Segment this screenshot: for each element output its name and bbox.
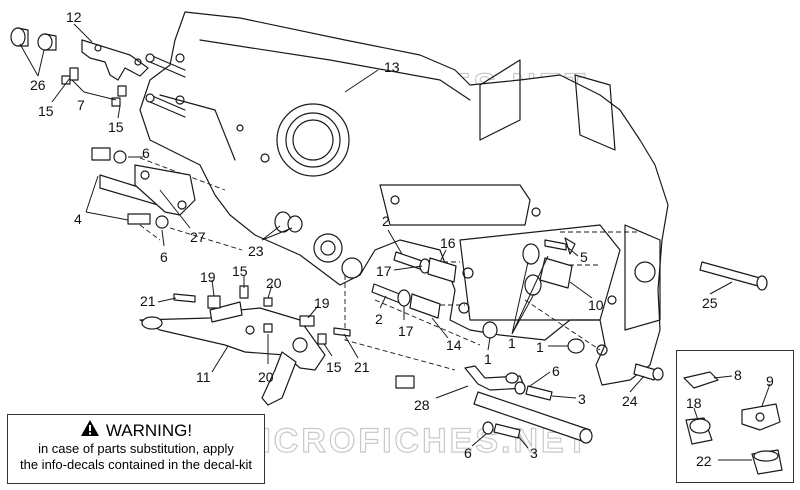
- callout-6d: 6: [464, 445, 472, 461]
- callout-5: 5: [580, 249, 588, 265]
- warning-line-1: in case of parts substitution, apply: [38, 441, 234, 456]
- callout-11: 11: [196, 369, 211, 385]
- bracket-12: [81, 39, 149, 81]
- callout-17a: 17: [376, 263, 392, 279]
- callout-6c: 6: [552, 363, 560, 379]
- callout-21a: 21: [140, 293, 156, 309]
- callout-28: 28: [414, 397, 430, 413]
- callout-26: 26: [30, 77, 46, 93]
- callout-numbers: 12 26 15 7 15 13 6 4 27 6 23 2 16 17 2 1…: [30, 9, 774, 469]
- decal-kit-inset: [676, 350, 794, 483]
- callout-6a: 6: [142, 145, 150, 161]
- callout-10: 10: [588, 297, 604, 313]
- bolt-24: [633, 363, 664, 381]
- callout-1a: 1: [508, 335, 516, 351]
- callout-27: 27: [190, 229, 206, 245]
- callout-19b: 19: [314, 295, 330, 311]
- screws-19-20-21: [173, 285, 351, 345]
- kit-parts: [683, 371, 783, 475]
- callout-2a: 2: [382, 213, 390, 229]
- callout-2b: 2: [375, 311, 383, 327]
- bushing-26: [10, 27, 57, 51]
- callout-15b: 15: [108, 119, 124, 135]
- callout-7: 7: [77, 97, 85, 113]
- callout-17b: 17: [398, 323, 414, 339]
- leader-lines: [19, 23, 771, 461]
- callout-1c: 1: [536, 339, 544, 355]
- callout-15c: 15: [232, 263, 248, 279]
- bushings-1-5-10: [482, 237, 585, 354]
- callout-8: 8: [734, 367, 742, 383]
- bracket-28: [395, 365, 593, 444]
- callout-15a: 15: [38, 103, 54, 119]
- callout-20a: 20: [266, 275, 282, 291]
- guide-lines: [139, 157, 640, 371]
- warning-title: WARNING!: [105, 421, 193, 440]
- warning-box: WARNING! in case of parts substitution, …: [7, 414, 265, 484]
- warning-triangle-icon: [80, 420, 99, 436]
- frame-studs: [145, 53, 186, 118]
- callout-3b: 3: [530, 445, 538, 461]
- callout-23: 23: [248, 243, 264, 259]
- callout-20b: 20: [258, 369, 274, 385]
- callout-24: 24: [622, 393, 638, 409]
- warning-line-2: the info-decals contained in the decal-k…: [20, 457, 252, 472]
- callout-19a: 19: [200, 269, 216, 285]
- bolts-2-16-17: [371, 251, 457, 319]
- callout-21b: 21: [354, 359, 370, 375]
- bolt-25: [699, 261, 768, 291]
- callout-9: 9: [766, 373, 774, 389]
- screws-7-15: [61, 67, 127, 107]
- callout-18: 18: [686, 395, 702, 411]
- callout-15d: 15: [326, 359, 342, 375]
- callout-3a: 3: [578, 391, 586, 407]
- callout-1b: 1: [484, 351, 492, 367]
- callout-14: 14: [446, 337, 462, 353]
- callout-12: 12: [66, 9, 82, 25]
- callout-16: 16: [440, 235, 456, 251]
- callout-6b: 6: [160, 249, 168, 265]
- callout-4: 4: [74, 211, 82, 227]
- callout-22: 22: [696, 453, 712, 469]
- watermark-bottom: MICROFICHES.NET: [230, 422, 590, 460]
- bracket-11: [139, 301, 326, 406]
- callout-13: 13: [384, 59, 400, 75]
- callout-25: 25: [702, 295, 718, 311]
